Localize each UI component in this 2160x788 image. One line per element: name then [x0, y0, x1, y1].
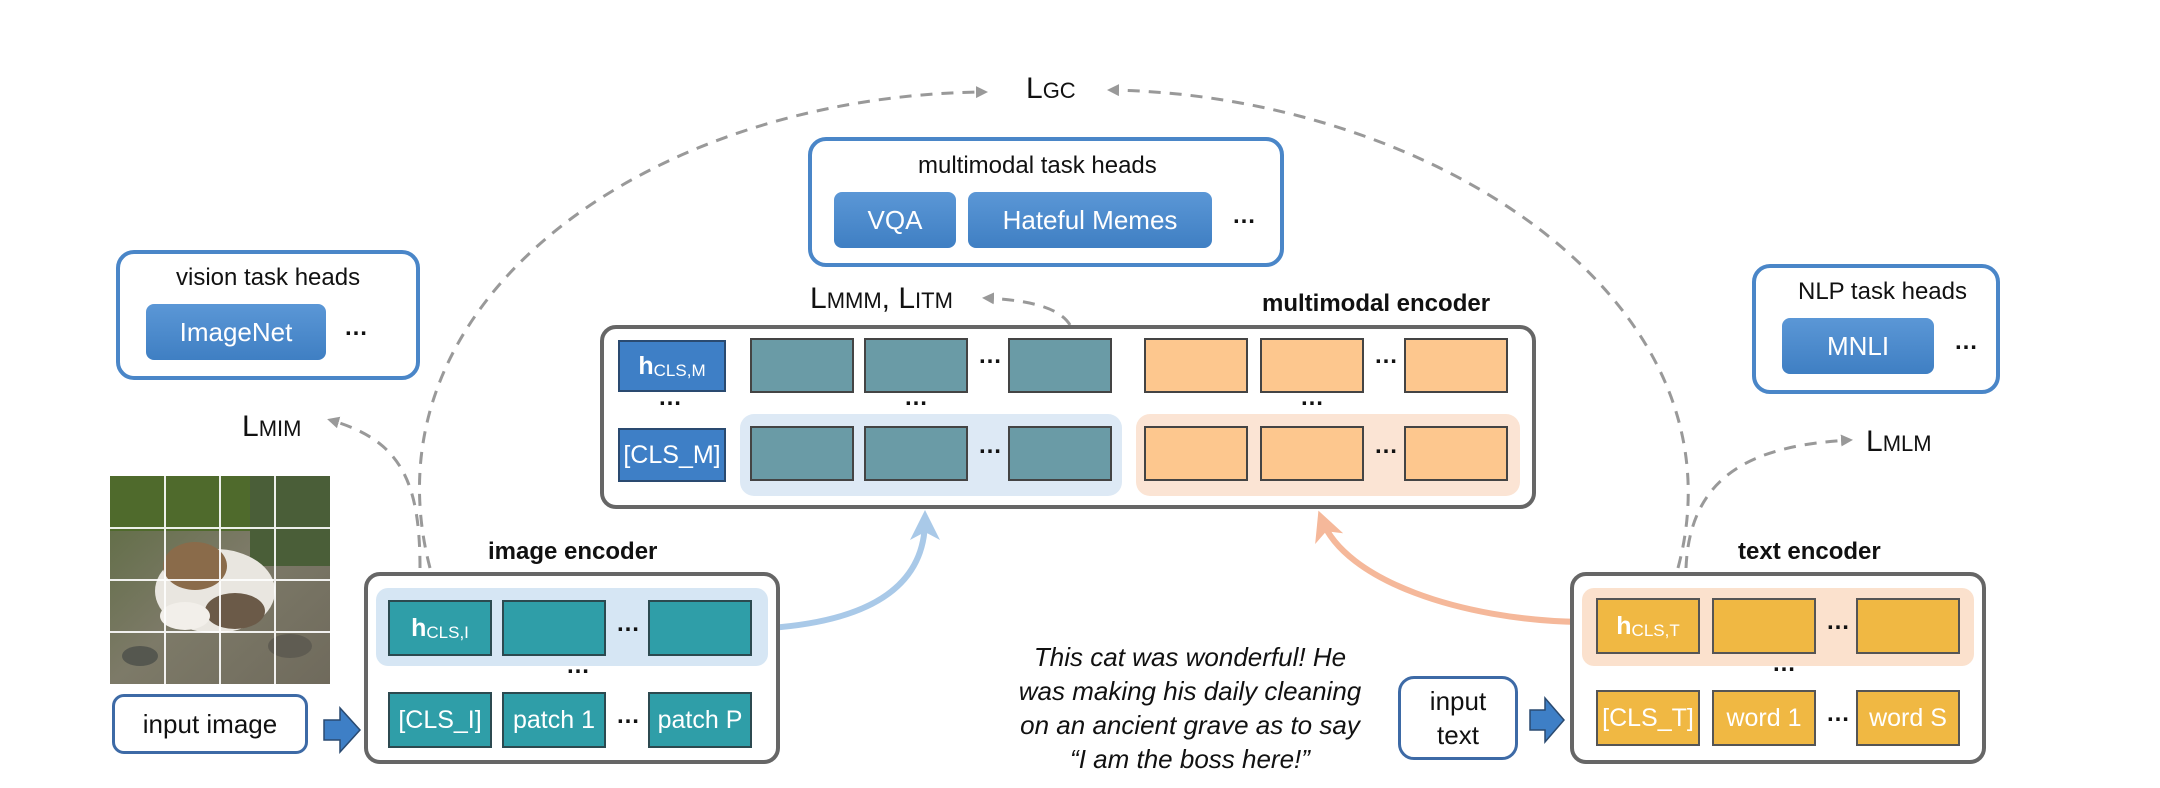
loss-mim: LMIM	[242, 410, 302, 443]
mm-image-cell	[750, 338, 854, 393]
txt-enc-cell	[1856, 598, 1960, 654]
arrow-image-to-lmim	[327, 416, 422, 569]
input-image-photo	[110, 476, 330, 684]
quote-line: was making his daily cleaning	[1018, 676, 1362, 706]
mm-dots: …	[1300, 384, 1324, 411]
mm-dots: …	[904, 384, 928, 411]
multimodal-encoder-title: multimodal encoder	[1262, 290, 1491, 317]
input-text-quote: This cat was wonderful! He was making hi…	[980, 640, 1400, 776]
token-cls-i: [CLS_I]	[388, 692, 492, 748]
nlp-heads-more: …	[1954, 328, 1978, 355]
mm-dots: …	[978, 432, 1002, 459]
arrow-text-to-lmlm	[1684, 434, 1853, 569]
mm-dots: …	[978, 342, 1002, 369]
img-enc-cell	[502, 600, 606, 656]
nlp-task-heads-title: NLP task heads	[1798, 278, 1967, 305]
input-image-label: input image	[112, 694, 308, 754]
text-encoder-title: text encoder	[1738, 538, 1881, 565]
mm-dots: …	[1374, 432, 1398, 459]
mm-image-cell	[1008, 338, 1112, 393]
cat-photo-icon	[110, 476, 330, 684]
txt-dots: …	[1826, 608, 1850, 635]
mm-text-cell	[1404, 426, 1508, 481]
mm-dots: …	[658, 384, 682, 411]
arrow-input-text	[1529, 695, 1565, 745]
arrow-mm-to-lmmm	[982, 292, 1072, 326]
quote-line: on an ancient grave as to say	[1020, 710, 1360, 740]
vision-heads-more: …	[344, 314, 368, 341]
multimodal-task-heads-title: multimodal task heads	[918, 152, 1157, 179]
mm-cls-m: [CLS_M]	[618, 428, 726, 482]
mm-text-cell	[1404, 338, 1508, 393]
multimodal-heads-more: …	[1232, 202, 1256, 229]
mm-image-cell	[864, 426, 968, 481]
quote-line: “I am the boss here!”	[1070, 744, 1310, 774]
input-text-label: input text	[1398, 676, 1518, 760]
mm-text-cell	[1144, 338, 1248, 393]
img-dots: …	[616, 702, 640, 729]
head-imagenet[interactable]: ImageNet	[146, 304, 326, 360]
img-dots: …	[566, 652, 590, 679]
vision-task-heads-title: vision task heads	[176, 264, 361, 291]
arrow-input-image	[323, 706, 362, 754]
loss-mlm: LMLM	[1866, 425, 1932, 458]
token-cls-t: [CLS_T]	[1596, 690, 1700, 746]
loss-gc: LGC	[1026, 72, 1076, 105]
mm-text-cell	[1260, 426, 1364, 481]
arrow-text-to-lgc	[1107, 84, 1690, 569]
arrow-text-to-mm	[1315, 510, 1581, 625]
quote-line: This cat was wonderful! He	[1033, 642, 1347, 672]
mm-dots: …	[1374, 342, 1398, 369]
head-vqa[interactable]: VQA	[834, 192, 956, 248]
head-mnli[interactable]: MNLI	[1782, 318, 1934, 374]
mm-image-cell	[1008, 426, 1112, 481]
arrow-image-to-mm	[769, 510, 940, 631]
head-hateful-memes[interactable]: Hateful Memes	[968, 192, 1212, 248]
mm-text-cell	[1260, 338, 1364, 393]
arrow-image-to-lgc	[418, 86, 988, 569]
img-dots: …	[616, 610, 640, 637]
mm-text-cell	[1144, 426, 1248, 481]
token-word-s: word S	[1856, 690, 1960, 746]
txt-dots: …	[1772, 650, 1796, 677]
loss-mmm-itm: LMMM, LITM	[810, 282, 953, 315]
img-enc-cell	[648, 600, 752, 656]
token-patch-1: patch 1	[502, 692, 606, 748]
token-patch-p: patch P	[648, 692, 752, 748]
txt-enc-cell	[1712, 598, 1816, 654]
mm-image-cell	[750, 426, 854, 481]
txt-dots: …	[1826, 700, 1850, 727]
image-encoder-title: image encoder	[488, 538, 658, 565]
token-word-1: word 1	[1712, 690, 1816, 746]
mm-image-cell	[864, 338, 968, 393]
